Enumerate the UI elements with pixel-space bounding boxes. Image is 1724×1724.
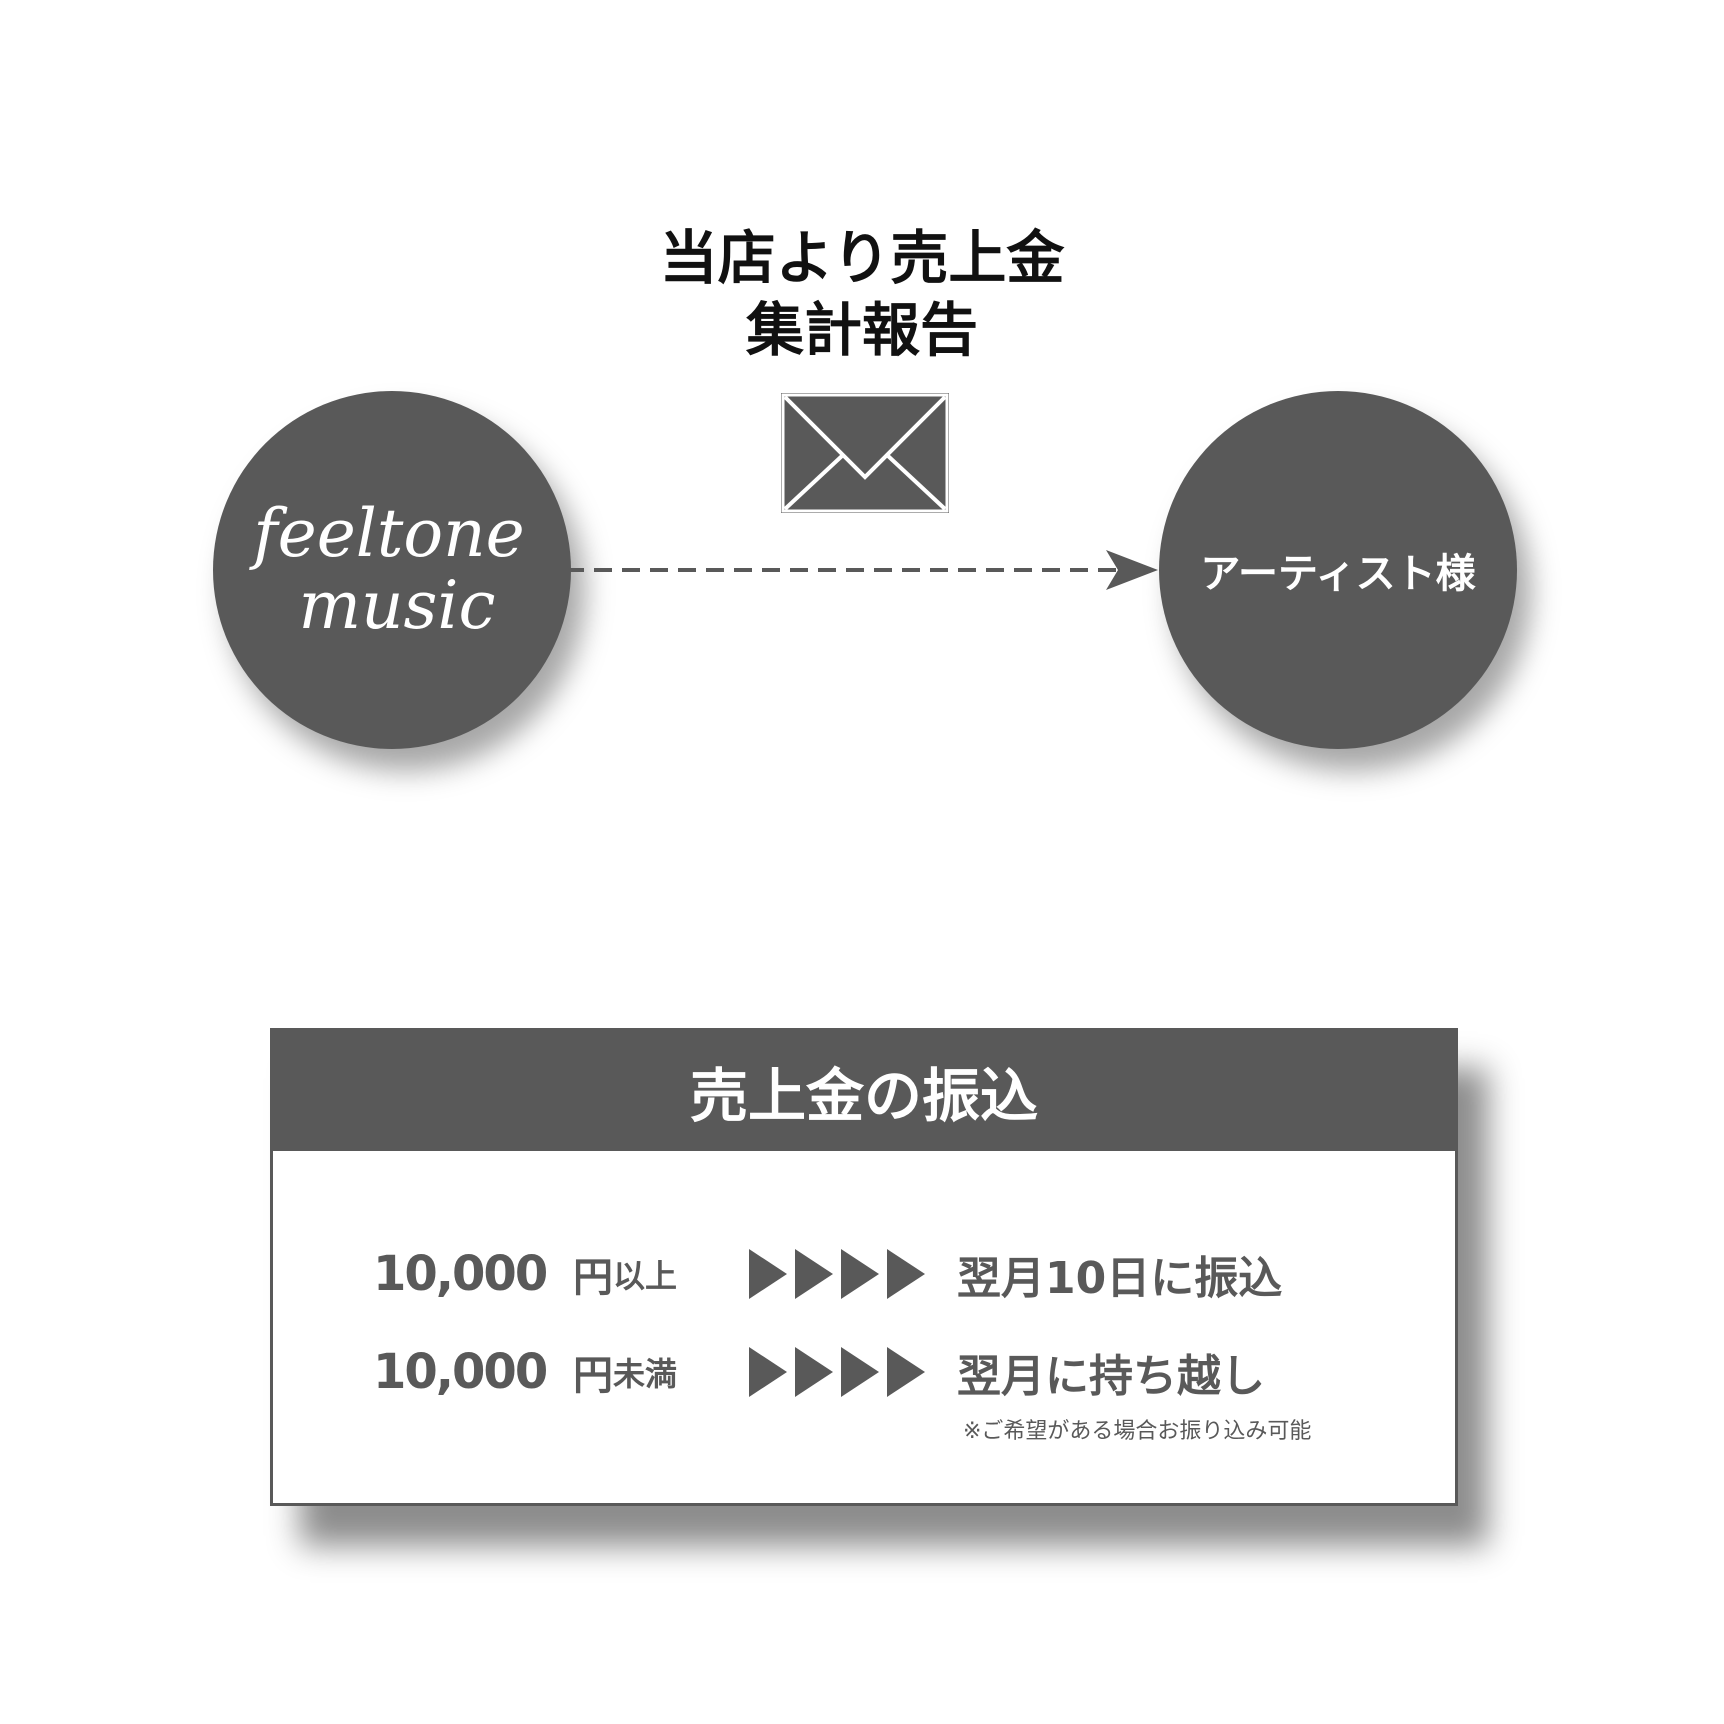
report-title: 当店より売上金 集計報告 [0, 222, 1724, 366]
unit: 円 [573, 1255, 613, 1301]
sender-logo-line-1: feeltone [253, 495, 525, 572]
payout-row: 10,000 円 以上 翌月10日に振込 [373, 1244, 1282, 1304]
triangle-arrows-icon [749, 1347, 925, 1397]
amount: 10,000 [373, 1344, 548, 1400]
receiver-label: アーティスト様 [1200, 551, 1476, 597]
condition: 以上 [613, 1257, 678, 1295]
sender-logo-line-2: music [298, 567, 496, 644]
result: 翌月に持ち越し [957, 1351, 1265, 1402]
title-line-1: 当店より売上金 [659, 224, 1065, 292]
sender-circle: feeltone music [213, 391, 571, 749]
payout-box: 売上金の振込 10,000 円 以上 翌月10日に振込 10,000 円 未満 … [270, 1028, 1458, 1506]
dashed-arrow [566, 550, 1158, 590]
payout-note: ※ご希望がある場合お振り込み可能 [963, 1419, 1312, 1444]
amount: 10,000 [373, 1246, 548, 1302]
envelope-icon [781, 393, 949, 513]
payout-row: 10,000 円 未満 翌月に持ち越し [373, 1342, 1265, 1402]
result: 翌月10日に振込 [957, 1253, 1283, 1304]
condition: 未満 [613, 1355, 678, 1393]
unit: 円 [573, 1353, 613, 1399]
triangle-arrows-icon [749, 1249, 925, 1299]
title-line-2: 集計報告 [745, 296, 978, 364]
receiver-circle: アーティスト様 [1159, 391, 1517, 749]
payout-title: 売上金の振込 [273, 1031, 1455, 1151]
